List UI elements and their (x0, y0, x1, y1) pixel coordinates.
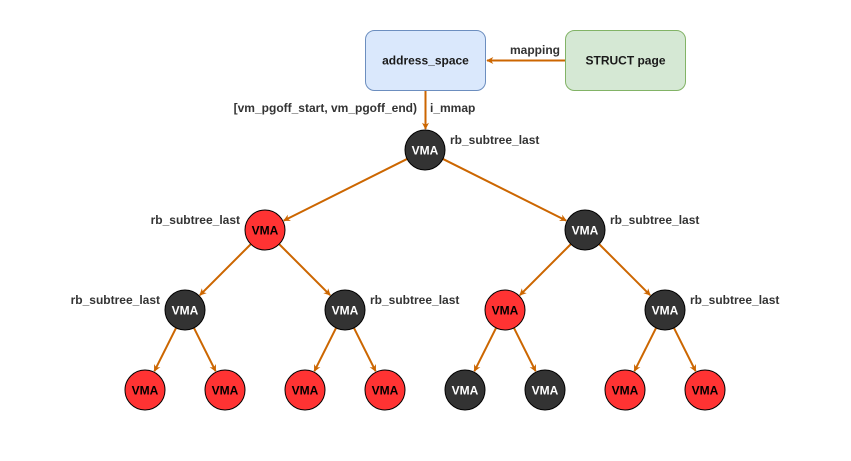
vma-node-black: VMA rb_subtree_last (71, 289, 206, 331)
vma-node-label: VMA (572, 224, 599, 238)
vma-node-circle (564, 209, 606, 251)
tree-edge (442, 158, 567, 222)
rb-subtree-last-label: rb_subtree_last (450, 133, 539, 147)
vma-node-circle (684, 369, 726, 411)
tree-edge (473, 327, 497, 372)
vma-node-label: VMA (532, 384, 559, 398)
vma-node-black: VMA rb_subtree_last (644, 289, 779, 331)
rb-subtree-last-label: rb_subtree_last (151, 213, 240, 227)
tree-edge (353, 327, 377, 372)
vma-node-red: VMA (204, 369, 246, 411)
vma-node-circle (644, 289, 686, 331)
vma-node-circle (324, 289, 366, 331)
tree-edge (199, 243, 252, 296)
vma-node-red: VMA (124, 369, 166, 411)
vma-node-label: VMA (492, 304, 519, 318)
tree-edge (633, 327, 657, 372)
vma-node-label: VMA (452, 384, 479, 398)
vma-node-red: VMA (284, 369, 326, 411)
vma-node-label: VMA (252, 224, 279, 238)
vma-node-circle (364, 369, 406, 411)
vma-node-label: VMA (332, 304, 359, 318)
vma-node-label: VMA (612, 384, 639, 398)
vma-node-black: VMA rb_subtree_last (404, 129, 539, 171)
vma-node-label: VMA (212, 384, 239, 398)
vma-node-label: VMA (132, 384, 159, 398)
vma-node-label: VMA (372, 384, 399, 398)
rb-subtree-last-label: rb_subtree_last (370, 293, 459, 307)
vma-node-label: VMA (692, 384, 719, 398)
vma-node-red: VMA (364, 369, 406, 411)
tree-edge (153, 327, 177, 372)
pgoff-range-label: [vm_pgoff_start, vm_pgoff_end) (234, 101, 417, 115)
vma-node-black: VMA (444, 369, 486, 411)
rb-subtree-last-label: rb_subtree_last (690, 293, 779, 307)
tree-edge (278, 243, 331, 296)
tree-edge (519, 243, 572, 296)
vma-node-circle (164, 289, 206, 331)
vma-node-label: VMA (292, 384, 319, 398)
vma-node-circle (484, 289, 526, 331)
tree-edges (153, 158, 697, 372)
vma-node-circle (124, 369, 166, 411)
tree-edge (673, 327, 697, 372)
vma-node-label: VMA (412, 144, 439, 158)
vma-node-circle (444, 369, 486, 411)
vma-node-black: VMA (524, 369, 566, 411)
tree-edge (193, 327, 217, 372)
vma-node-label: VMA (172, 304, 199, 318)
vma-node-red: VMA (684, 369, 726, 411)
struct-page-label: STRUCT page (585, 54, 665, 68)
vma-node-circle (404, 129, 446, 171)
vma-node-circle (524, 369, 566, 411)
vma-node-red: VMA rb_subtree_last (151, 209, 286, 251)
tree-edge (313, 327, 337, 372)
mapping-edge-label: mapping (510, 43, 560, 57)
tree-edge (598, 243, 651, 296)
tree-edge (513, 327, 537, 372)
vma-node-circle (284, 369, 326, 411)
vma-node-black: VMA rb_subtree_last (564, 209, 699, 251)
address-space-box: address_space (365, 30, 486, 91)
vma-node-circle (604, 369, 646, 411)
vma-node-circle (244, 209, 286, 251)
rb-subtree-last-label: rb_subtree_last (610, 213, 699, 227)
vma-node-red: VMA (604, 369, 646, 411)
struct-page-box: STRUCT page (565, 30, 686, 91)
i-mmap-label: i_mmap (430, 101, 475, 115)
tree-nodes: VMArb_subtree_lastVMArb_subtree_lastVMAr… (71, 129, 779, 411)
tree-edge (283, 158, 408, 222)
vma-node-black: VMA rb_subtree_last (324, 289, 459, 331)
rb-subtree-last-label: rb_subtree_last (71, 293, 160, 307)
address-space-label: address_space (382, 54, 469, 68)
vma-node-label: VMA (652, 304, 679, 318)
vma-node-circle (204, 369, 246, 411)
vma-node-red: VMA (484, 289, 526, 331)
